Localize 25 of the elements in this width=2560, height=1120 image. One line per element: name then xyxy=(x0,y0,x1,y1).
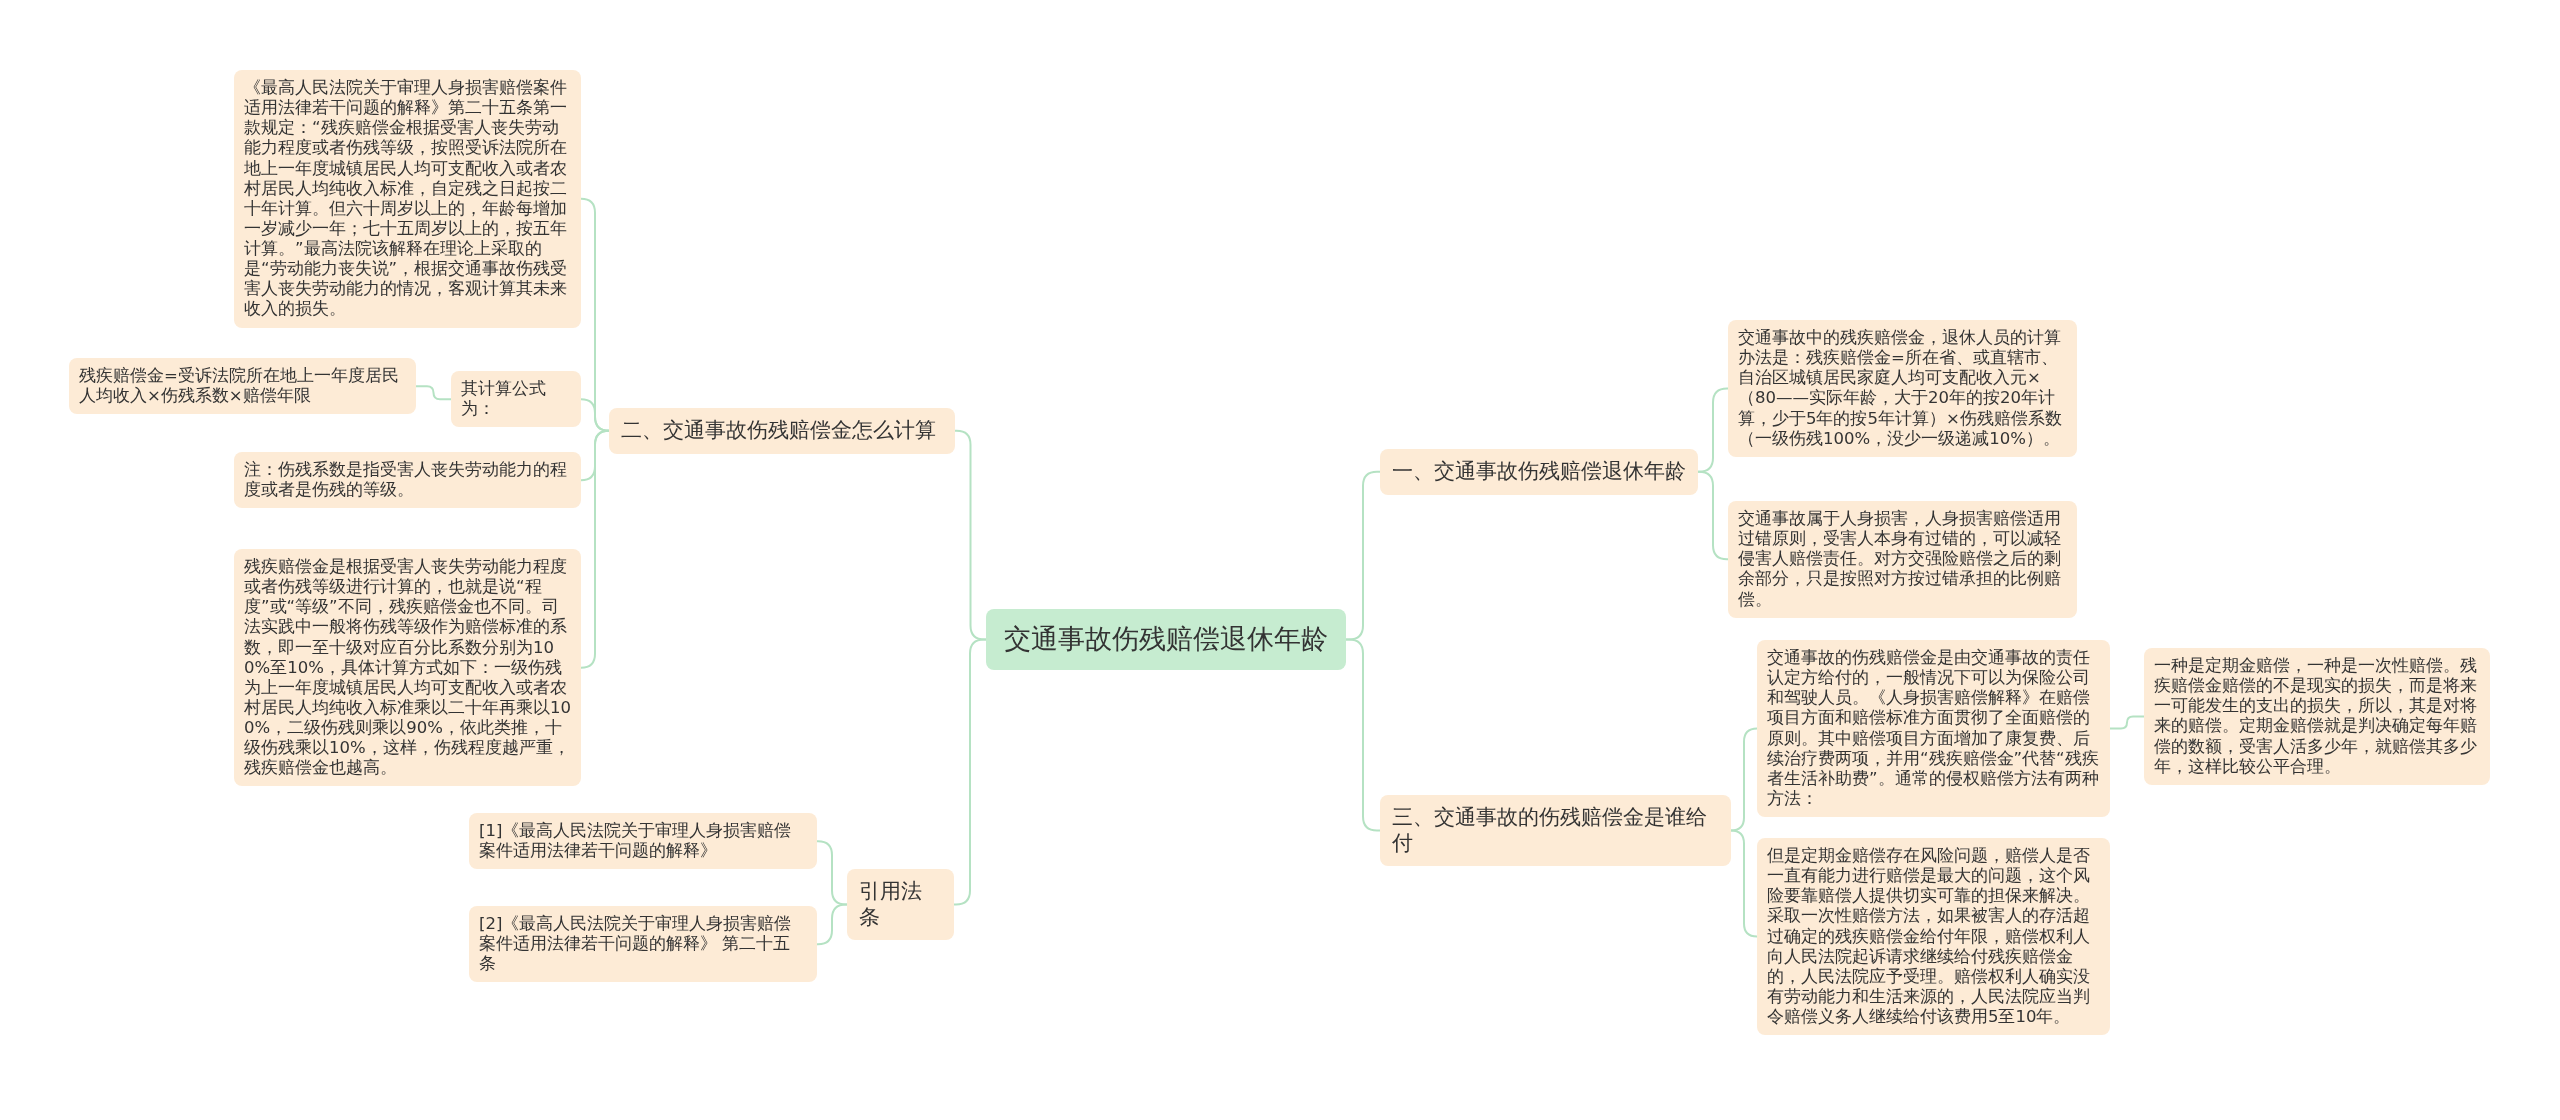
note-box: 一种是定期金赔偿，一种是一次性赔偿。残疾赔偿金赔偿的不是现实的损失，而是将来一可能发生的支出的损失，所以，其是对将来的赔偿。定期金赔偿就是判决确定每年赔偿的数额，受害人活多少年，就赔偿其多少年，这样比较公平合理。 xyxy=(2144,648,2490,785)
topic-box: 引用法条 xyxy=(847,869,954,941)
connector-line xyxy=(1730,829,1758,938)
connector-line xyxy=(415,385,452,401)
note-box: 交通事故属于人身损害，人身损害赔偿适用过错原则，受害人本身有过错的，可以减轻侵害人赔偿责任。对方交强险赔偿之后的剩余部分，只是按照对方按过错承担的比例赔偿。 xyxy=(1728,501,2077,618)
note-box: 残疾赔偿金=受诉法院所在地上一年度居民人均收入×伤残系数×赔偿年限 xyxy=(69,358,416,415)
note-box: 但是定期金赔偿存在风险问题，赔偿人是否一直有能力进行赔偿是最大的问题，这个风险要靠赔偿人提供切实可靠的担保来解决。采取一次性赔偿方法，如果被害人的存活超过确定的残疾赔偿金给付年限，赔偿权利人向人民法院起诉请求继续给付残疾赔偿金的，人民法院应予受理。赔偿权利人确实没有劳动能力和生活来源的，人民法院应当判令赔偿义务人继续给付该费用5至10年。 xyxy=(1757,838,2110,1036)
topic-box: 一、交通事故伤残赔偿退休年龄 xyxy=(1380,449,1698,495)
topic-box: 三、交通事故的伤残赔偿金是谁给付 xyxy=(1380,795,1731,867)
connector-line xyxy=(2109,715,2145,730)
connector-line xyxy=(953,638,987,906)
note-box: 残疾赔偿金是根据受害人丧失劳动能力程度或者伤残等级进行计算的，也就是说“程度”或“等级”不同，残疾赔偿金也不同。司法实践中一般将伤残等级作为赔偿标准的系数，即一至十级对应百分比系数分别为100%至10%，具体计算方式如下：一级伤残为上一年度城镇居民人均可支配收入或者农村居民人均纯收入标准乘以二十年再乘以100%，二级伤残则乘以90%，依此类推，十级伤残乘以10%，这样，伤残程度越严重，残疾赔偿金也越高。 xyxy=(234,549,581,787)
note-box: [2]《最高人民法院关于审理人身损害赔偿案件适用法律若干问题的解释》 第二十五条 xyxy=(469,906,817,983)
connector-line xyxy=(1730,727,1758,832)
connector-line xyxy=(954,429,987,641)
connector-line xyxy=(1697,470,1729,561)
central-topic-box: 交通事故伤残赔偿退休年龄 xyxy=(986,609,1346,670)
note-box: 注：伤残系数是指受害人丧失劳动能力的程度或者是伤残的等级。 xyxy=(234,452,581,509)
note-box: 《最高人民法院关于审理人身损害赔偿案件适用法律若干问题的解释》第二十五条第一款规定：“残疾赔偿金根据受害人丧失劳动能力程度或者伤残等级，按照受诉法院所在地上一年度城镇居民人均可支配收入或者农村居民人均纯收入标准，自定残之日起按二十年计算。但六十周岁以上的，年龄每增加一岁减少一年；七十五周岁以上的，按五年计算。”最高法院该解释在理论上采取的是“劳动能力丧失说”，根据交通事故伤残受害人丧失劳动能力的情况，客观计算其未来收入的损失。 xyxy=(234,70,581,328)
note-box: [1]《最高人民法院关于审理人身损害赔偿案件适用法律若干问题的解释》 xyxy=(469,813,817,870)
topic-box: 二、交通事故伤残赔偿金怎么计算 xyxy=(609,408,955,454)
note-box: 交通事故中的残疾赔偿金，退休人员的计算办法是：残疾赔偿金=所在省、或直辖市、自治区城镇居民家庭人均可支配收入元×（80——实际年龄，大于20年的按20年计算，少于5年的按5年计算）×伤残赔偿系数（一级伤残100%，没少一级递减10%）。 xyxy=(1728,320,2077,457)
note-box: 交通事故的伤残赔偿金是由交通事故的责任认定方给付的，一般情况下可以为保险公司和驾驶人员。《人身损害赔偿解释》在赔偿项目方面和赔偿标准方面贯彻了全面赔偿的原则。其中赔偿项目方面增加了康复费、后续治疗费两项，并用“残疾赔偿金”代替“残疾者生活补助费”。通常的侵权赔偿方法有两种方法： xyxy=(1757,640,2110,817)
note-box: 其计算公式为： xyxy=(451,371,581,428)
connector-line xyxy=(816,903,848,946)
